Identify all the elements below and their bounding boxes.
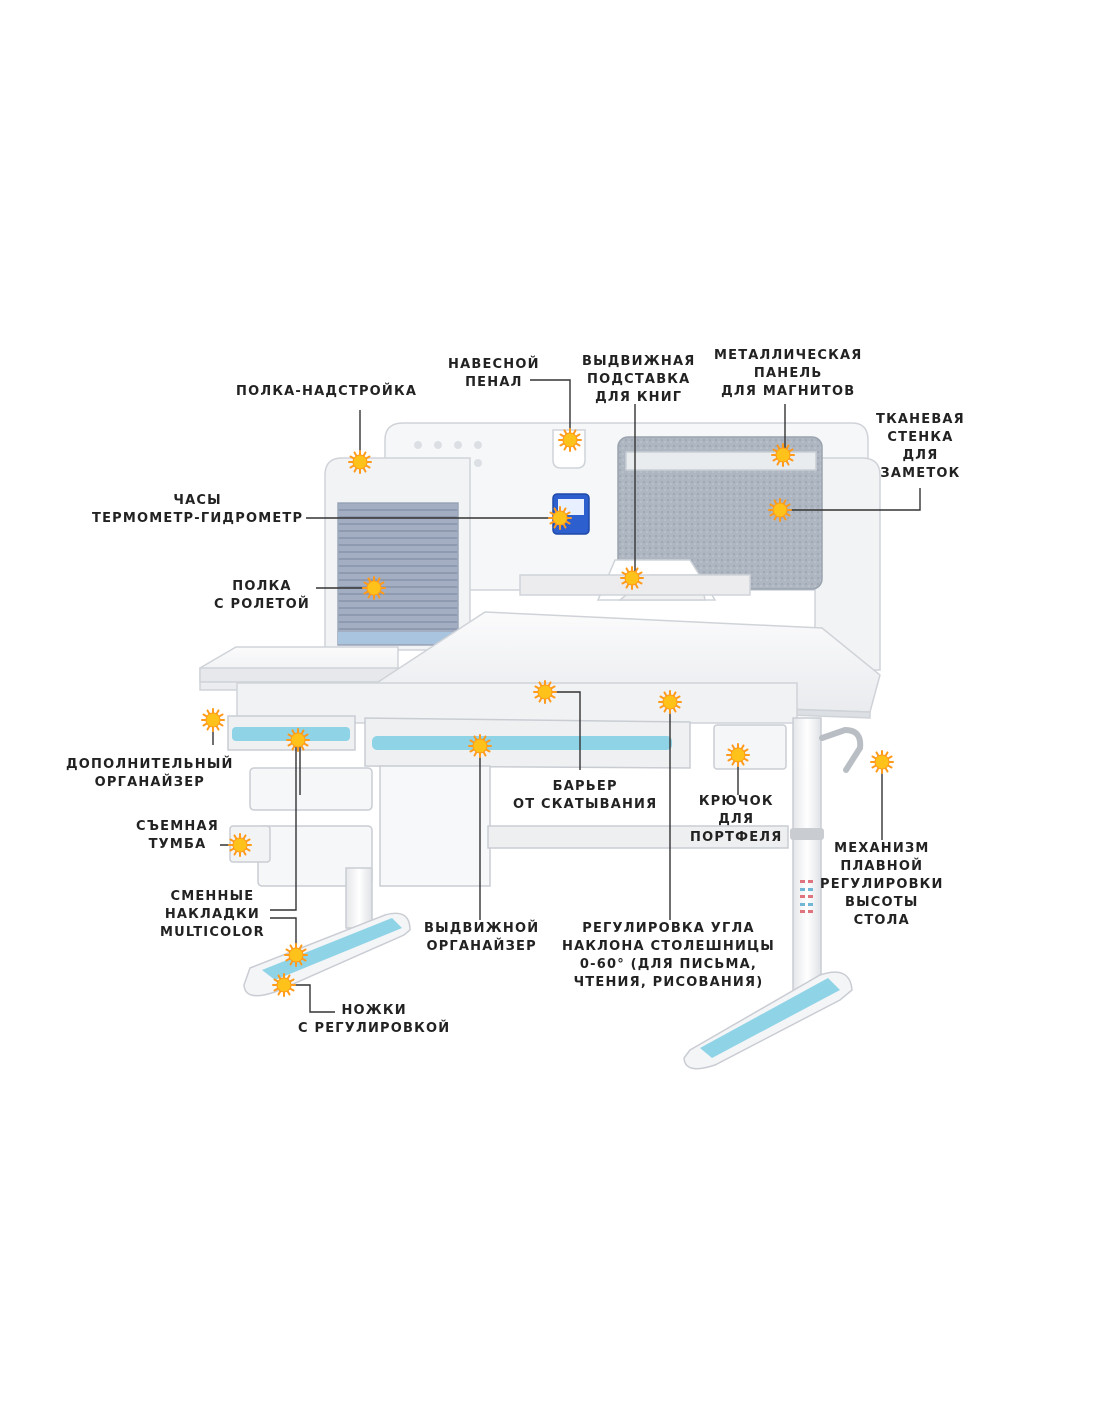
callout-line: ТУМБА [148, 837, 207, 852]
sun-marker-icon [658, 690, 682, 714]
callout-line: ПОЛКА [232, 579, 292, 594]
callout-line: ЧАСЫ [173, 493, 222, 508]
callout-line: РЕГУЛИРОВКА УГЛА [582, 921, 755, 936]
callout-line: СМЕННЫЕ [170, 889, 255, 904]
callout-line: СЪЕМНАЯ [136, 819, 219, 834]
callout-line: 0-60° (ДЛЯ ПИСЬМА, [579, 957, 758, 972]
callout-overlays: СМЕННЫЕ НАКЛАДКИ MULTICOLOR [160, 888, 265, 942]
callout-line: ТЕРМОМЕТР-ГИДРОМЕТР [92, 511, 304, 526]
callout-line: ВЫСОТЫ [845, 895, 919, 910]
callout-pedestal: СЪЕМНАЯ ТУМБА [136, 818, 219, 854]
sun-marker-icon [362, 576, 386, 600]
sun-marker-icon [726, 743, 750, 767]
callout-line: ДОПОЛНИТЕЛЬНЫЙ [66, 757, 234, 772]
callout-markers [201, 428, 894, 997]
callout-line: НАКЛОНА СТОЛЕШНИЦЫ [562, 939, 775, 954]
callout-line: ЧТЕНИЯ, РИСОВАНИЯ) [573, 975, 764, 990]
callout-line: ДЛЯ [718, 812, 755, 827]
callout-line: ОРГАНАЙЗЕР [94, 775, 205, 790]
callout-line: ПЛАВНОЙ [840, 859, 924, 874]
sun-marker-icon [228, 833, 252, 857]
callout-drawer-organizer: ВЫДВИЖНОЙ ОРГАНАЙЗЕР [424, 920, 539, 956]
sun-marker-icon [348, 450, 372, 474]
sun-marker-icon [201, 708, 225, 732]
leader-lines [212, 379, 921, 1013]
drawers [227, 715, 789, 887]
callout-metal-panel: МЕТАЛЛИЧЕСКАЯ ПАНЕЛЬ ДЛЯ МАГНИТОВ [714, 347, 862, 401]
callout-line: С РЕГУЛИРОВКОЙ [298, 1021, 451, 1036]
callout-fabric-wall: ТКАНЕВАЯ СТЕНКА ДЛЯ ЗАМЕТОК [876, 411, 965, 483]
callout-hook: КРЮЧОК ДЛЯ ПОРТФЕЛЯ [690, 793, 783, 847]
callout-line: ЗАМЕТОК [880, 466, 961, 481]
callout-line: ВЫДВИЖНОЙ [424, 921, 540, 936]
sun-marker-icon [771, 443, 795, 467]
callout-line: КРЮЧОК [698, 794, 774, 809]
sun-marker-icon [548, 506, 572, 530]
sun-marker-icon [558, 428, 582, 452]
callout-line: ТКАНЕВАЯ [876, 412, 965, 427]
callout-line: ВЫДВИЖНАЯ [582, 354, 696, 369]
callout-clock: ЧАСЫ ТЕРМОМЕТР-ГИДРОМЕТР [92, 492, 303, 528]
sun-marker-icon [468, 734, 492, 758]
callout-line: ПОЛКА-НАДСТРОЙКА [236, 384, 418, 399]
callout-book-stand: ВЫДВИЖНАЯ ПОДСТАВКА ДЛЯ КНИГ [582, 353, 695, 407]
callout-line: МЕТАЛЛИЧЕСКАЯ [714, 348, 863, 363]
callout-tilt: РЕГУЛИРОВКА УГЛА НАКЛОНА СТОЛЕШНИЦЫ 0-60… [562, 920, 775, 992]
callout-extra-organizer: ДОПОЛНИТЕЛЬНЫЙ ОРГАНАЙЗЕР [66, 756, 234, 792]
sun-marker-icon [533, 680, 557, 704]
callout-line: ОРГАНАЙЗЕР [426, 939, 537, 954]
callout-legs: НОЖКИ С РЕГУЛИРОВКОЙ [298, 1002, 450, 1038]
callout-line: ПАНЕЛЬ [753, 366, 823, 381]
callout-line: СТОЛА [853, 913, 910, 928]
sun-marker-icon [284, 943, 308, 967]
callout-line: ПОДСТАВКА [587, 372, 691, 387]
callout-barrier: БАРЬЕР ОТ СКАТЫВАНИЯ [513, 778, 657, 814]
sun-marker-icon [272, 973, 296, 997]
callout-line: НАВЕСНОЙ [448, 357, 540, 372]
callout-line: НАКЛАДКИ [164, 907, 260, 922]
callout-line: С РОЛЕТОЙ [214, 597, 310, 612]
callout-roller-shelf: ПОЛКА С РОЛЕТОЙ [214, 578, 310, 614]
callout-shelf-top: ПОЛКА-НАДСТРОЙКА [236, 383, 417, 401]
callout-line: ПЕНАЛ [465, 375, 523, 390]
callout-line: ДЛЯ [902, 448, 939, 463]
callout-line: ОТ СКАТЫВАНИЯ [513, 797, 658, 812]
callout-height-mechanism: МЕХАНИЗМ ПЛАВНОЙ РЕГУЛИРОВКИ ВЫСОТЫ СТОЛ… [820, 840, 944, 930]
sun-marker-icon [870, 750, 894, 774]
sun-marker-icon [286, 728, 310, 752]
sun-marker-icon [620, 566, 644, 590]
callout-line: ДЛЯ МАГНИТОВ [721, 384, 856, 399]
callout-line: РЕГУЛИРОВКИ [820, 877, 944, 892]
sun-marker-icon [768, 498, 792, 522]
callout-line: MULTICOLOR [160, 925, 265, 940]
callout-line: СТЕНКА [887, 430, 954, 445]
callout-line: БАРЬЕР [552, 779, 618, 794]
callout-line: МЕХАНИЗМ [834, 841, 930, 856]
callout-pencil-case: НАВЕСНОЙ ПЕНАЛ [448, 356, 540, 392]
callout-line: ДЛЯ КНИГ [595, 390, 683, 405]
desktop [199, 611, 881, 724]
callout-line: НОЖКИ [341, 1003, 407, 1018]
callout-line: ПОРТФЕЛЯ [690, 830, 783, 845]
